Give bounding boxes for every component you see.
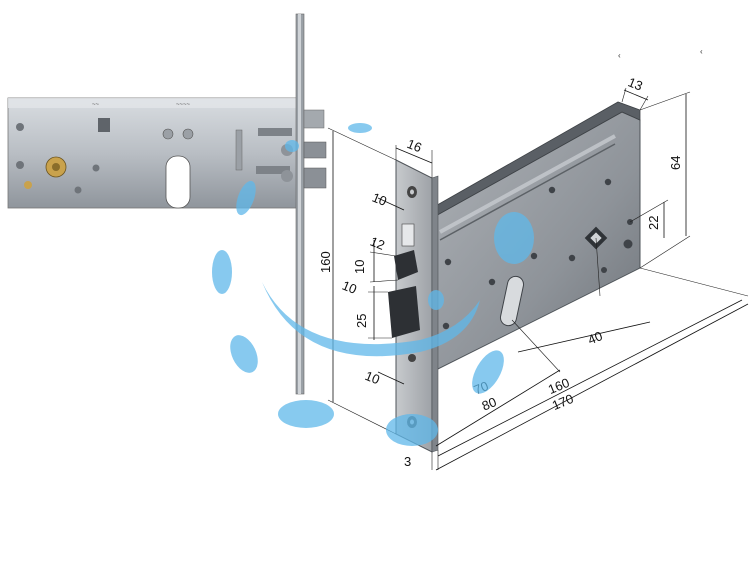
lock-isometric: ‹ ‹ 16 160 10 12 10 10 25 10 3 13 64 22 … <box>318 47 749 471</box>
svg-text:~~~~: ~~~~ <box>176 102 191 108</box>
dim-case-thickness: 13 <box>626 74 645 93</box>
dim-case-height: 64 <box>668 156 683 170</box>
dim-faceplate-thickness: 3 <box>404 454 411 469</box>
dim-bolt-gap: 10 <box>340 278 359 297</box>
dimension-lines: ‹ ‹ <box>327 47 749 471</box>
dim-backset: 40 <box>586 328 605 347</box>
svg-text:~~: ~~ <box>92 102 100 108</box>
dim-top-offset: 10 <box>370 190 389 209</box>
dim-faceplate-width: 16 <box>405 136 424 155</box>
svg-text:‹: ‹ <box>618 51 621 60</box>
dim-bolt-height: 25 <box>354 314 369 328</box>
dim-bottom-offset: 10 <box>363 368 382 387</box>
dim-hole-distance-b: 80 <box>480 394 499 413</box>
dim-latch-gap: 12 <box>368 234 387 253</box>
dim-handle-offset: 22 <box>646 216 661 230</box>
dim-faceplate-height: 160 <box>318 251 333 273</box>
lock-photo: ~~ ~~~~ <box>7 13 327 395</box>
svg-text:‹: ‹ <box>700 47 703 56</box>
watermark <box>212 123 534 446</box>
dim-latch-height: 10 <box>352 260 367 274</box>
